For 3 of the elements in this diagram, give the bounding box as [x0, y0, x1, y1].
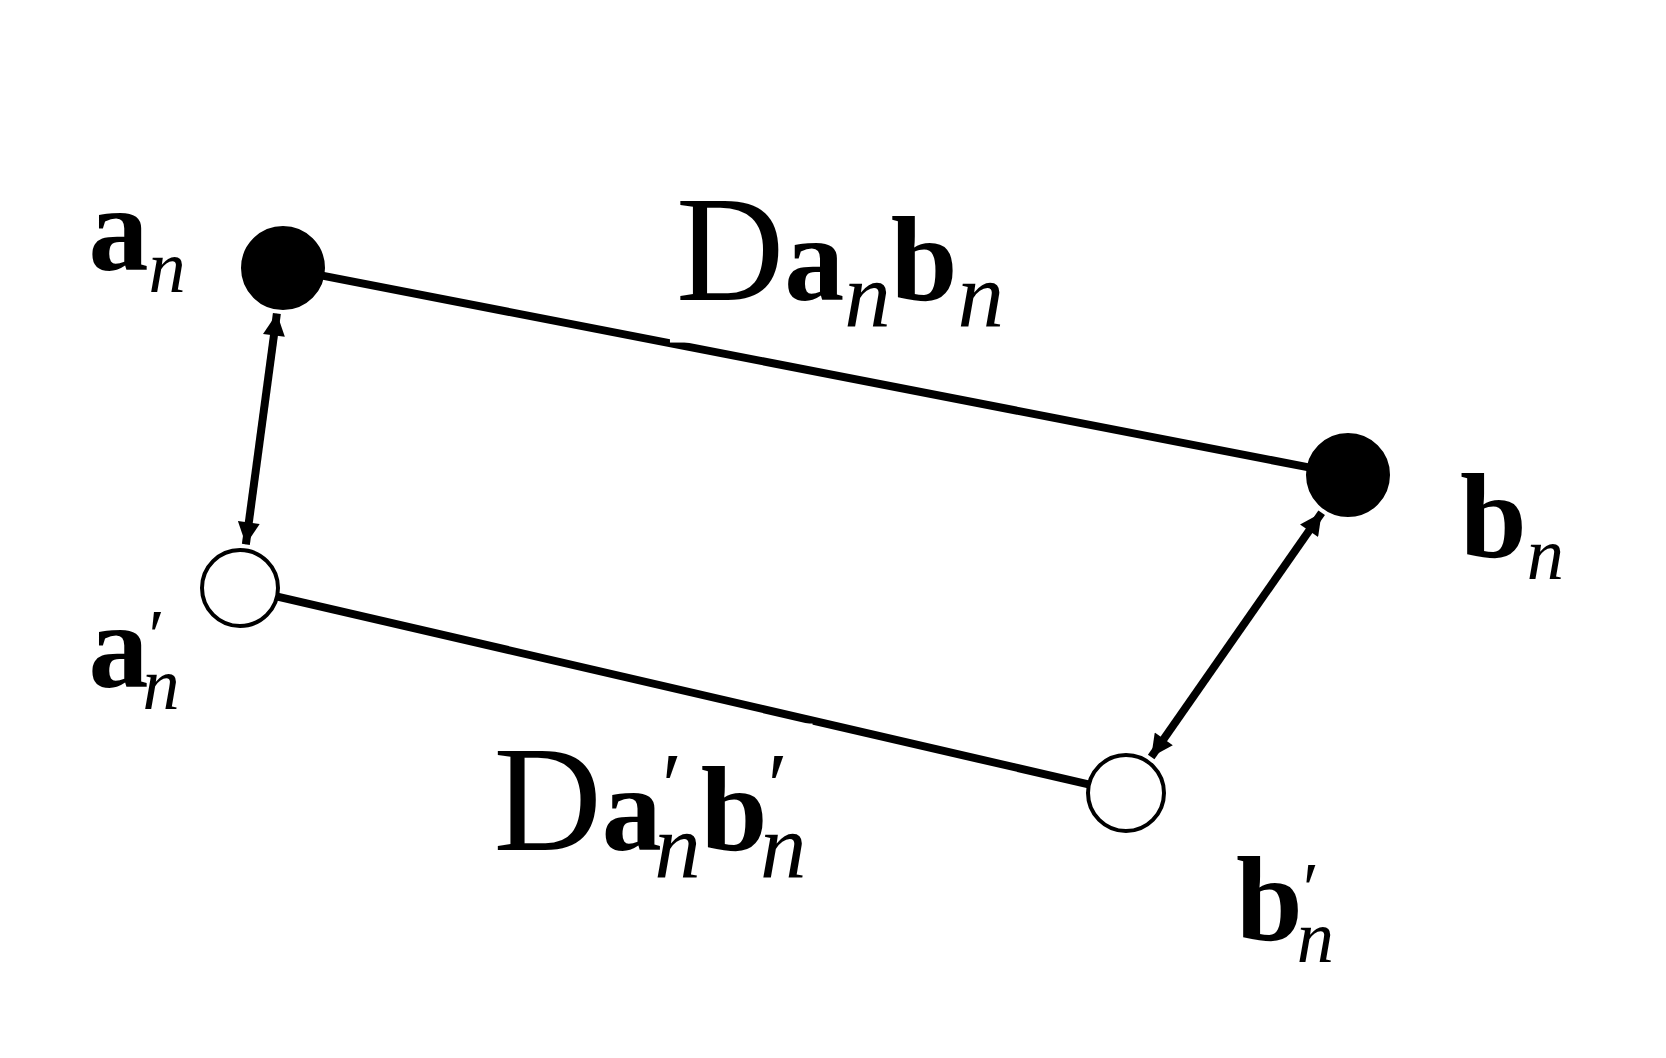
point-label: b$_{n}$	[1460, 456, 1564, 592]
double-arrow	[1147, 510, 1325, 760]
point-label: a$_{n}$	[88, 169, 186, 305]
